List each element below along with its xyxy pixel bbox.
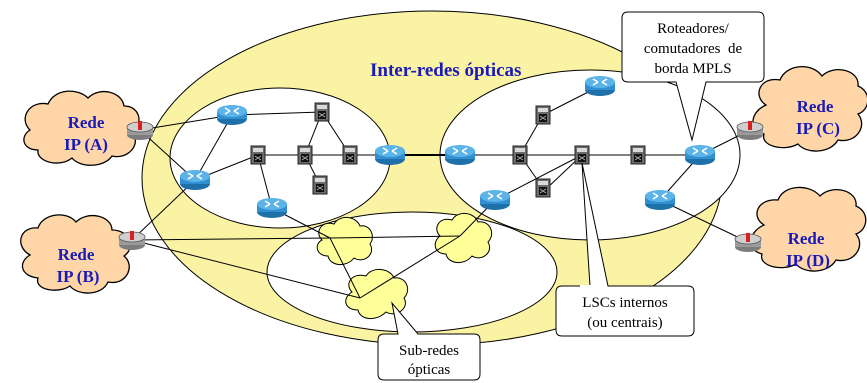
internal-lsc-callout: LSCs internos (ou centrais) — [555, 162, 695, 337]
optical-subnet-cloud-2 — [434, 213, 493, 263]
internal-switch-icon — [250, 145, 266, 165]
internal-switch-icon — [512, 145, 528, 165]
internal-switch-icon — [314, 102, 330, 122]
ip-router-icon — [734, 232, 762, 253]
edge-routers-callout-line3: borda MPLS — [654, 61, 731, 77]
ip-network-c-cloud — [752, 66, 867, 152]
internal-switch-icon — [297, 145, 313, 165]
network-d-label-line1: Rede — [788, 229, 825, 248]
network-c-label-line1: Rede — [797, 97, 834, 116]
ip-router-icon — [736, 120, 764, 141]
network-c-label-line2: IP (C) — [796, 119, 840, 138]
network-b-label-line2: IP (B) — [57, 267, 100, 286]
ip-router-icon — [126, 120, 154, 141]
network-a-label-line2: IP (A) — [64, 135, 108, 154]
ip-network-d-cloud — [750, 186, 867, 272]
edge-routers-callout-line1: Roteadores/ — [657, 21, 729, 37]
edge-router-icon — [179, 169, 211, 191]
edge-router-icon — [644, 189, 676, 211]
edge-router-icon — [216, 104, 248, 126]
internal-switch-icon — [574, 145, 590, 165]
network-b-label-line1: Rede — [58, 245, 95, 264]
edge-routers-callout-line2: comutadores de — [644, 41, 743, 57]
internal-switch-icon — [535, 105, 551, 125]
internal-switch-icon — [535, 178, 551, 198]
edge-router-icon — [684, 144, 716, 166]
network-d-label-line2: IP (D) — [786, 251, 830, 270]
edge-router-icon — [374, 144, 406, 166]
optical-subnet-cloud-3 — [345, 269, 409, 319]
ip-router-icon — [118, 230, 146, 251]
optical-subnet-cloud-1 — [316, 217, 373, 265]
internal-lsc-callout-line2: (ou centrais) — [587, 315, 662, 331]
network-a-label-line1: Rede — [68, 113, 105, 132]
internal-switch-icon — [312, 175, 328, 195]
internal-switch-icon — [630, 145, 646, 165]
edge-router-icon — [479, 189, 511, 211]
optical-subnets-area — [266, 211, 558, 333]
internal-switch-icon — [342, 145, 358, 165]
edge-router-icon — [584, 75, 616, 97]
edge-router-icon — [444, 144, 476, 166]
optical-subnets-callout-line2: ópticas — [408, 362, 451, 378]
edge-router-icon — [256, 197, 288, 219]
diagram-title: Inter-redes ópticas — [370, 60, 521, 81]
optical-subnets-callout-line1: Sub-redes — [399, 343, 459, 359]
optical-subnets-callout: Sub-redes ópticas — [377, 301, 481, 381]
ip-network-b-cloud — [20, 214, 131, 294]
edge-routers-callout: Roteadores/ comutadores de borda MPLS — [621, 11, 765, 142]
internal-lsc-callout-line1: LSCs internos — [582, 295, 668, 311]
